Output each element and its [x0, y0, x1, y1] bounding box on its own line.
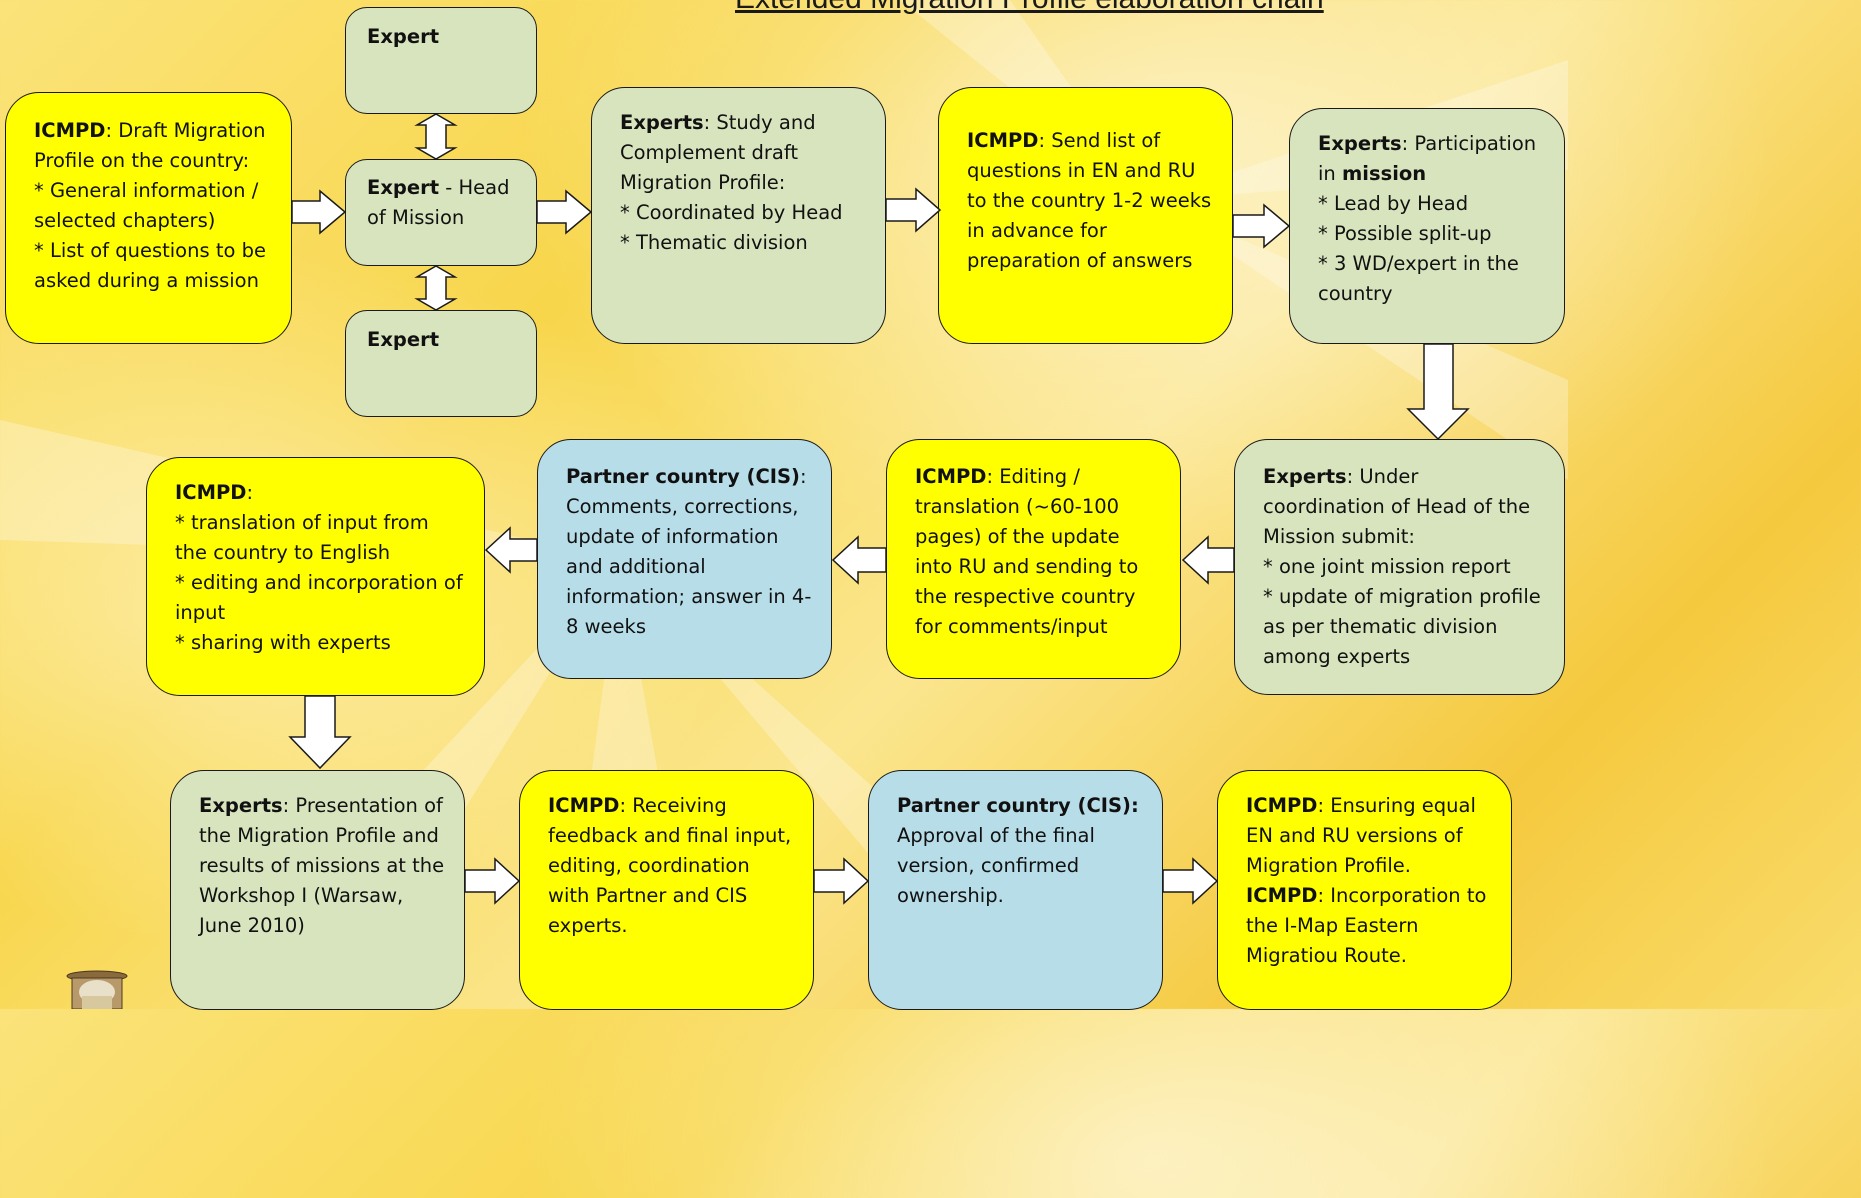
box-label: ICMPD [34, 119, 106, 142]
box-text: * Lead by Head * Possible split-up * 3 W… [1318, 192, 1519, 305]
box-experts-mission: Experts: Participation in mission * Lead… [1289, 108, 1565, 344]
box-label: Experts [1318, 132, 1402, 155]
arrow-right-icon [464, 857, 521, 905]
box-experts-presentation: Experts: Presentation of the Migration P… [170, 770, 465, 1010]
box-icmpd-ensuring: ICMPD: Ensuring equal EN and RU versions… [1217, 770, 1512, 1010]
box-expert-head: Expert - Head of Mission [345, 159, 537, 266]
arrow-left-icon [831, 535, 887, 585]
box-icmpd-feedback: ICMPD: Receiving feedback and final inpu… [519, 770, 814, 1010]
box-icmpd-send-questions: ICMPD: Send list of questions in EN and … [938, 87, 1233, 344]
arrow-right-icon [1232, 203, 1291, 249]
box-text: : Incorporation to the I-Map Eastern Mig… [1246, 884, 1487, 967]
box-label: Partner country (CIS): [897, 794, 1139, 817]
arrow-left-icon [1181, 535, 1235, 585]
box-text: Approval of the final version, confirmed… [897, 824, 1095, 907]
box-text: : Send list of questions in EN and RU to… [967, 129, 1212, 272]
box-label: ICMPD [915, 465, 987, 488]
arrow-right-icon [536, 189, 593, 235]
arrow-down-icon [288, 695, 352, 770]
box-label: ICMPD [548, 794, 620, 817]
box-partner-comments: Partner country (CIS): Comments, correct… [537, 439, 832, 679]
arrow-updown-icon [414, 113, 458, 160]
arrow-right-icon [813, 857, 870, 905]
box-label-mission: mission [1341, 162, 1427, 185]
box-label: ICMPD [967, 129, 1039, 152]
box-text: : Under coordination of Head of the Miss… [1263, 465, 1541, 668]
box-expert-top: Expert [345, 7, 537, 114]
globe-logo-icon [66, 970, 128, 1009]
arrow-down-icon [1406, 343, 1470, 441]
arrow-right-icon [291, 189, 347, 235]
box-text: : Presentation of the Migration Profile … [199, 794, 445, 937]
arrow-updown-icon [414, 265, 458, 311]
box-label: Experts [620, 111, 704, 134]
arrow-right-icon [885, 187, 942, 233]
box-text: : Draft Migration Profile on the country… [34, 119, 266, 292]
arrow-left-icon [484, 526, 538, 574]
box-label: Expert [367, 328, 440, 351]
box-text: : Editing / translation (~60-100 pages) … [915, 465, 1139, 638]
box-label: ICMPD [175, 481, 247, 504]
page-title: Extended Migration Profile elaboration c… [735, 0, 1324, 16]
box-label: ICMPD [1246, 794, 1318, 817]
box-text: : Ensuring equal EN and RU versions of M… [1246, 794, 1476, 877]
box-label: Expert [367, 25, 440, 48]
box-icmpd-draft: ICMPD: Draft Migration Profile on the co… [5, 92, 292, 344]
box-text: : Comments, corrections, update of infor… [566, 465, 812, 638]
flow-arrows [288, 113, 1470, 905]
box-partner-approval: Partner country (CIS): Approval of the f… [868, 770, 1163, 1010]
box-label: Experts [199, 794, 283, 817]
box-label: ICMPD [1246, 884, 1318, 907]
box-label: Partner country (CIS) [566, 465, 800, 488]
box-icmpd-editing: ICMPD: Editing / translation (~60-100 pa… [886, 439, 1181, 679]
box-expert-bottom: Expert [345, 310, 537, 417]
box-label: Expert [367, 176, 440, 199]
box-text: : Study and Complement draft Migration P… [620, 111, 843, 254]
box-label: Experts [1263, 465, 1347, 488]
box-text: : Participation in [1318, 132, 1537, 185]
box-text: : * translation of input from the countr… [175, 481, 463, 654]
arrow-right-icon [1162, 857, 1219, 905]
box-text: : Receiving feedback and final input, ed… [548, 794, 792, 937]
box-text: - Head of Mission [367, 176, 510, 229]
box-experts-study: Experts: Study and Complement draft Migr… [591, 87, 886, 344]
